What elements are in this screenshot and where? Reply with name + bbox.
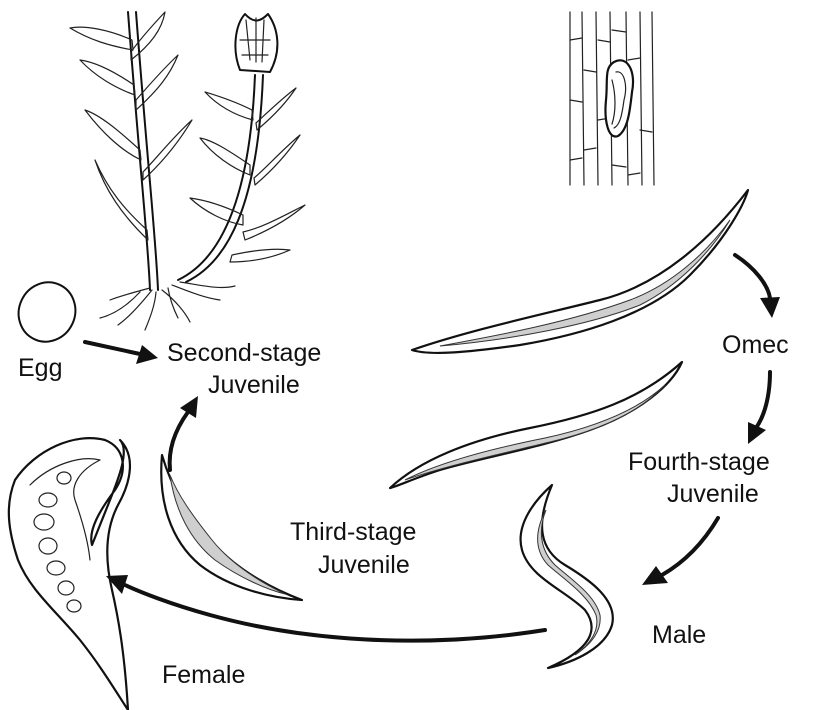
fourth-stage-label-line1: Fourth-stage	[628, 448, 770, 476]
third-stage-label-line1: Third-stage	[290, 518, 416, 546]
male-to-female-arrow	[106, 575, 545, 641]
omec-label: Omec	[722, 331, 789, 359]
second-stage-label-line2: Juvenile	[208, 371, 300, 399]
second-stage-juvenile-illustration	[412, 190, 748, 353]
egg-illustration	[9, 273, 85, 351]
second-stage-label-line1: Second-stage	[167, 339, 321, 367]
third-stage-juvenile-illustration	[161, 455, 302, 600]
female-label: Female	[162, 661, 245, 689]
third-stage-to-second-stage-arrow	[170, 396, 198, 470]
egg-label: Egg	[18, 354, 62, 382]
egg-to-second-stage-arrow	[85, 342, 158, 364]
third-stage-label-line2: Juvenile	[318, 551, 410, 579]
fourth-stage-label-line2: Juvenile	[667, 480, 759, 508]
female-nematode-illustration	[9, 438, 130, 710]
host-plant-illustration	[70, 12, 305, 330]
male-nematode-illustration	[521, 485, 613, 668]
male-label: Male	[652, 621, 706, 649]
second-stage-to-omec-arrow	[735, 255, 780, 318]
fourth-stage-to-male-arrow	[642, 518, 718, 585]
stem-tissue-illustration	[570, 12, 654, 185]
omec-to-fourth-stage-arrow	[748, 372, 770, 444]
